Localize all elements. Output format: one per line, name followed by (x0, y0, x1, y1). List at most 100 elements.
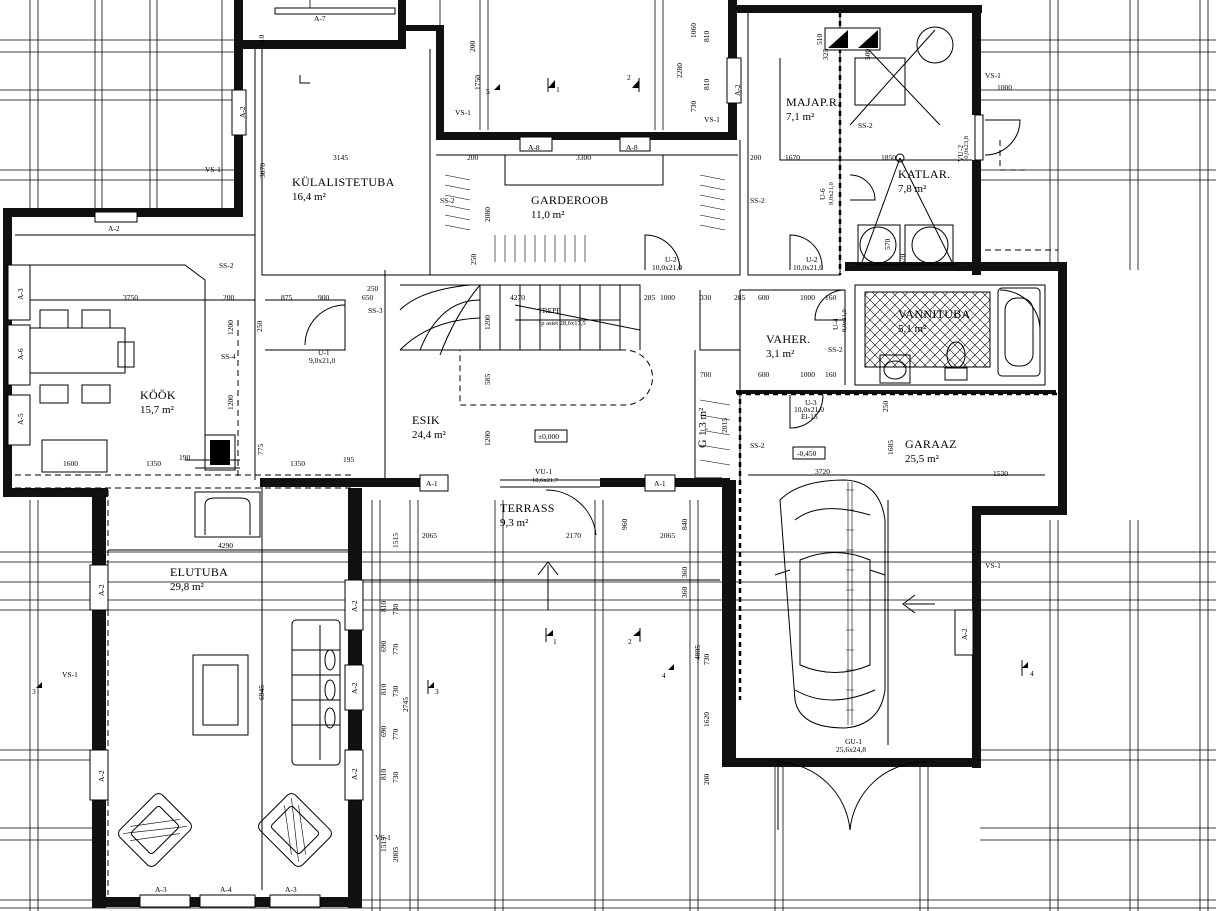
wall-vu1: VU-1 (535, 467, 552, 476)
room-majapr-area: 7,1 m² (786, 111, 815, 123)
wall-ss2-d: SS-2 (858, 121, 873, 130)
room-esik-area: 24,4 m² (412, 429, 447, 441)
room-garderoob-name: GARDEROOB (531, 193, 608, 207)
room-garaaz-area: 25,5 m² (905, 453, 940, 465)
dim-1685: 1685 (886, 440, 895, 455)
dim-840: 840 (680, 519, 689, 531)
door-u2a-size: 10,0x21,0 (652, 263, 682, 272)
dim-2065b: 2065 (660, 531, 675, 540)
door-u4-size: 8,0x21,0 (841, 309, 848, 332)
dim-3720: 3720 (815, 467, 830, 476)
dim-6945: 6945 (257, 685, 266, 700)
wall-vu2: VU-2 (956, 145, 965, 162)
dim-730a: 730 (391, 604, 400, 616)
room-vannituba-area: 5,1 m² (898, 323, 927, 335)
wardrobe-hangers (444, 174, 731, 466)
tag-a2-top2: A-2 (733, 84, 742, 96)
dim-1670: 1670 (785, 153, 800, 162)
section-2: 2 (627, 73, 631, 82)
dim-200t: 200 (468, 41, 477, 53)
room-esik-name: ESIK (412, 413, 440, 427)
dim-2015: 2015 (720, 418, 729, 433)
dim-2005: 2005 (391, 847, 400, 862)
dim-360a: 360 (680, 587, 689, 599)
room-kook-area: 15,7 m² (140, 404, 175, 416)
wall-vs1-b: VS-1 (455, 108, 471, 117)
dim-1350a: 1350 (146, 459, 161, 468)
dim-500: 500 (863, 49, 872, 61)
room-katlar-name: KATLAR. (898, 167, 950, 181)
wall-vs1-e: VS-1 (985, 561, 1001, 570)
tag-a2-r2: A-2 (350, 682, 359, 694)
dim-900: 900 (318, 293, 330, 302)
bathtub-icon (997, 287, 1041, 377)
dim-650: 650 (362, 293, 374, 302)
room-elutuba-name: ELUTUBA (170, 565, 228, 579)
dim-730c: 730 (391, 772, 400, 784)
tag-a3-b1: A-3 (155, 885, 167, 894)
dim-2065a: 2065 (422, 531, 437, 540)
dim-2745: 2745 (401, 697, 410, 712)
dim-810t: 810 (702, 79, 711, 91)
staircase: TREPP 1p astet 28,6x17,5 (399, 284, 653, 406)
dim-690b: 690 (379, 726, 388, 738)
section-5: 5 (486, 87, 490, 96)
dim-690a: 690 (379, 641, 388, 653)
door-u3-el: El-15 (801, 412, 818, 421)
sofa-icon (291, 619, 341, 766)
level-esik: ±0,000 (538, 432, 559, 441)
dim-4290: 4290 (218, 541, 233, 550)
room-elutuba-area: 29,8 m² (170, 581, 205, 593)
room-katlar-area: 7,8 m² (898, 183, 927, 195)
dim-4270: 4270 (510, 293, 525, 302)
section-4a: 4 (662, 671, 666, 680)
bathroom-fixtures (864, 287, 1041, 384)
dim-330: 330 (700, 293, 712, 302)
room-terrass-name: TERRASS (500, 501, 555, 515)
car-icon (774, 479, 886, 729)
dim-1000a: 1000 (660, 293, 675, 302)
section-1b: 1 (553, 637, 557, 646)
section-2b: 2 (628, 637, 632, 646)
section-4b: 4 (1030, 669, 1034, 678)
door-u6-size: 9,0x21,0 (828, 182, 835, 205)
dim-1000b: 1000 (800, 293, 815, 302)
room-kulalistetuba-name: KÜLALISTETUBA (292, 175, 395, 189)
stair-detail: 1p astet 28,6x17,5 (538, 320, 586, 327)
dim-250g: 250 (469, 254, 478, 266)
dim-200v: 200 (702, 774, 711, 786)
tag-a3: A-3 (16, 288, 25, 300)
windows (7, 7, 984, 908)
wall-vs1-g: VS-1 (375, 833, 391, 842)
room-majapr-name: MAJAP.R. (786, 95, 840, 109)
door-tags: U-2 10,0x21,0 U-2 10,0x21,0 U-1 9,0x21,0… (309, 182, 866, 754)
wall-ss2-f: SS-2 (750, 441, 765, 450)
room-kulalistetuba-area: 16,4 m² (292, 191, 327, 203)
dim-2080: 2080 (483, 207, 492, 222)
door-u1-size: 9,0x21,0 (309, 356, 336, 365)
dim-3870: 3870 (258, 163, 267, 178)
dimensions: 3145 3300 3750 3720 4290 1850 1670 1000 … (63, 23, 1012, 862)
toilet-icon (944, 341, 968, 381)
tag-a2-top1: A-2 (238, 106, 247, 118)
dim-1350b: 1350 (290, 459, 305, 468)
wall-vs1-c: VS-1 (704, 115, 720, 124)
door-gu1: GU-1 (845, 737, 862, 746)
dim-510a: 510 (257, 35, 266, 47)
tag-a6: A-6 (16, 348, 25, 360)
dim-585: 585 (483, 374, 492, 386)
section-3b: 3 (435, 687, 439, 696)
door-u6: U-6 (818, 188, 827, 200)
dim-810a: 810 (379, 601, 388, 613)
dim-1600: 1600 (63, 459, 78, 468)
dim-1220: 1200 (226, 320, 235, 335)
dim-360b: 360 (680, 567, 689, 579)
door-u1: U-1 (318, 348, 330, 357)
tag-a3-b2: A-3 (285, 885, 297, 894)
room-labels: KÜLALISTETUBA 16,4 m² GARDEROOB 11,0 m² … (140, 95, 970, 593)
dim-3300: 3300 (576, 153, 591, 162)
boiler-icon (824, 26, 954, 266)
room-terrass-area: 9,3 m² (500, 517, 529, 529)
section-1: 1 (556, 85, 560, 94)
